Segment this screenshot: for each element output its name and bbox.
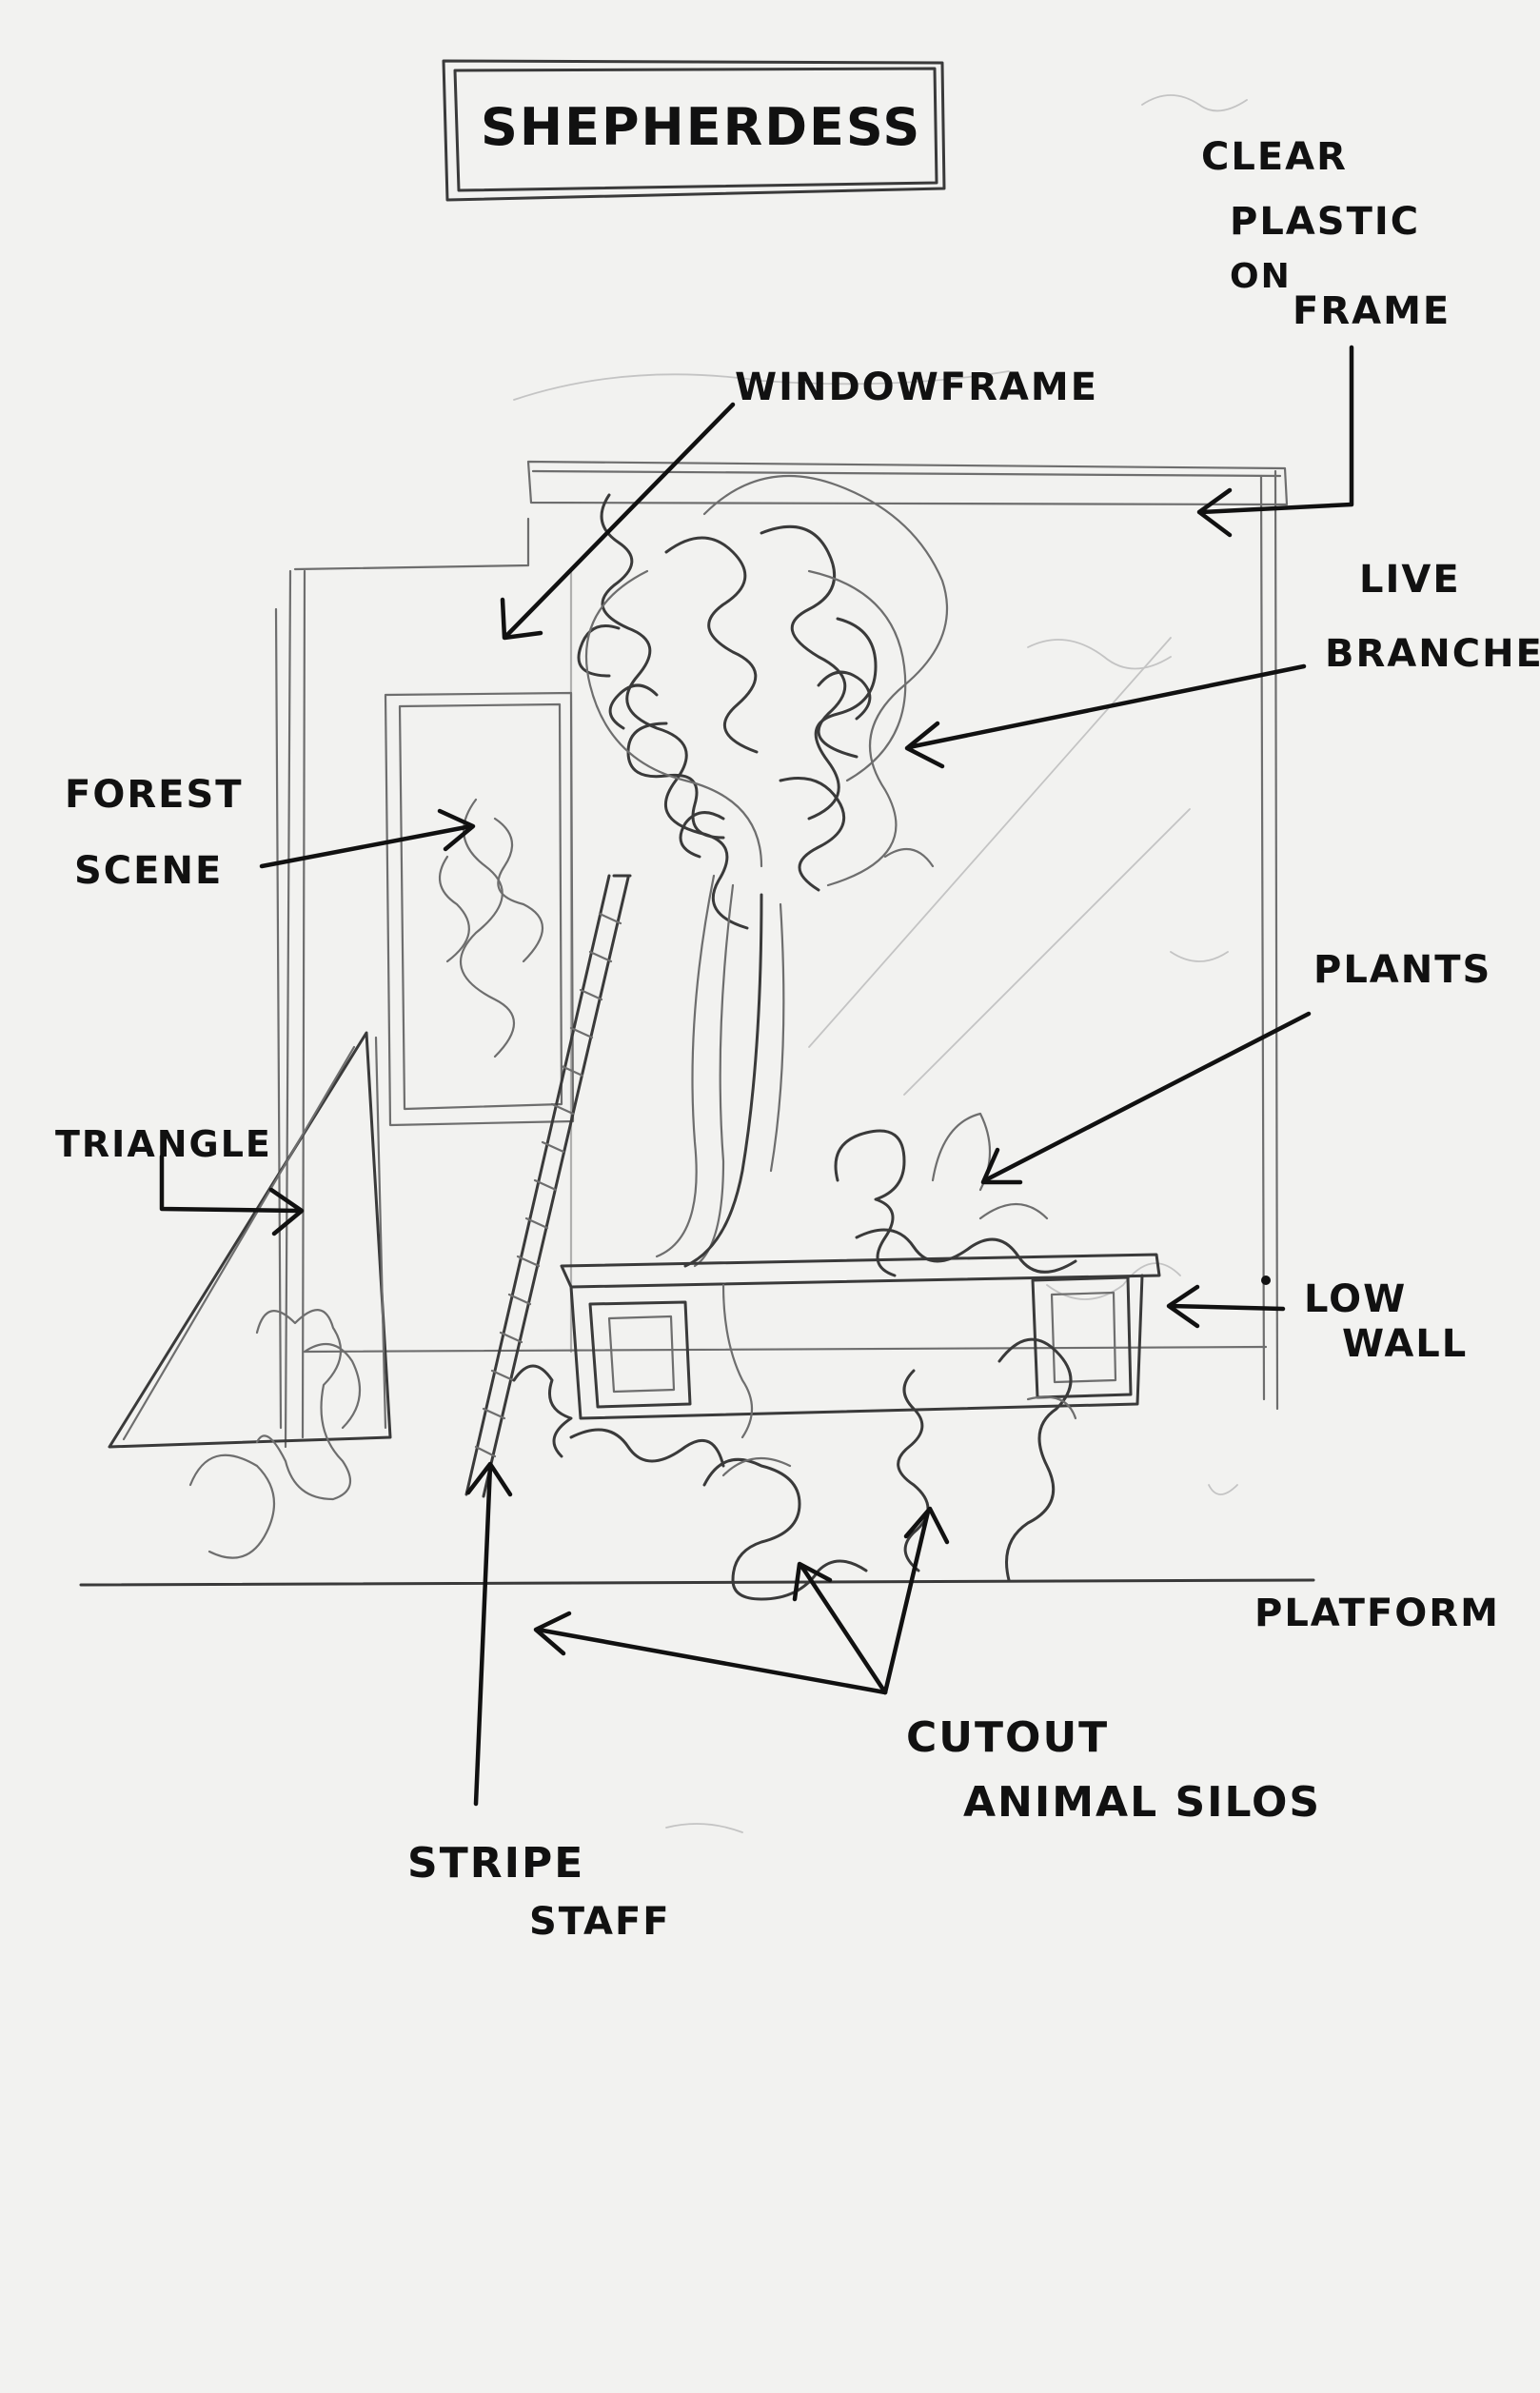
- curtain-drawing: [655, 874, 785, 1268]
- live-branches-drawing: [577, 474, 949, 930]
- label-platform: PLATFORM: [1254, 1592, 1500, 1635]
- label-forest-scene-line2: SCENE: [74, 849, 223, 893]
- label-clear-plastic-line1: CLEAR: [1201, 135, 1348, 179]
- annotation-arrows: [159, 345, 1354, 1807]
- label-clear-plastic-line4: FRAME: [1293, 289, 1451, 333]
- low-wall-drawing: [560, 1253, 1161, 1439]
- label-live-branches-line2: BRANCHES: [1325, 632, 1540, 676]
- annotation-labels: CLEAR PLASTIC ON FRAME WINDOWFRAME LIVE …: [55, 135, 1540, 1944]
- label-windowframe: WINDOWFRAME: [735, 366, 1098, 409]
- label-cutout-line2: ANIMAL SILOS: [963, 1778, 1321, 1827]
- ink-dot: [1261, 1276, 1271, 1285]
- label-plants: PLANTS: [1313, 948, 1491, 992]
- triangle-drawing: [108, 1031, 392, 1559]
- label-stripe-staff-line2: STAFF: [529, 1900, 671, 1944]
- forest-scene-panel: [384, 691, 575, 1127]
- stripe-staff-drawing: [464, 874, 632, 1498]
- label-forest-scene-line1: FOREST: [65, 773, 244, 817]
- cutout-animal-silhouettes: [512, 1337, 1077, 1601]
- window-frame-drawing: [274, 460, 1289, 1449]
- label-low-wall-line1: LOW: [1304, 1277, 1407, 1321]
- title-box: [442, 59, 946, 202]
- plants-drawing: [834, 1112, 1077, 1277]
- label-triangle: TRIANGLE: [55, 1123, 272, 1165]
- faint-erased-marks: [513, 94, 1248, 1833]
- label-stripe-staff-line1: STRIPE: [407, 1839, 584, 1888]
- platform-line: [79, 1578, 1315, 1587]
- label-cutout-line1: CUTOUT: [906, 1713, 1109, 1762]
- label-clear-plastic-line2: PLASTIC: [1230, 200, 1420, 244]
- label-live-branches-line1: LIVE: [1359, 558, 1461, 602]
- label-clear-plastic-line3: ON: [1230, 257, 1292, 296]
- diagram-title: SHEPHERDESS: [481, 97, 921, 157]
- label-low-wall-line2: WALL: [1342, 1322, 1468, 1366]
